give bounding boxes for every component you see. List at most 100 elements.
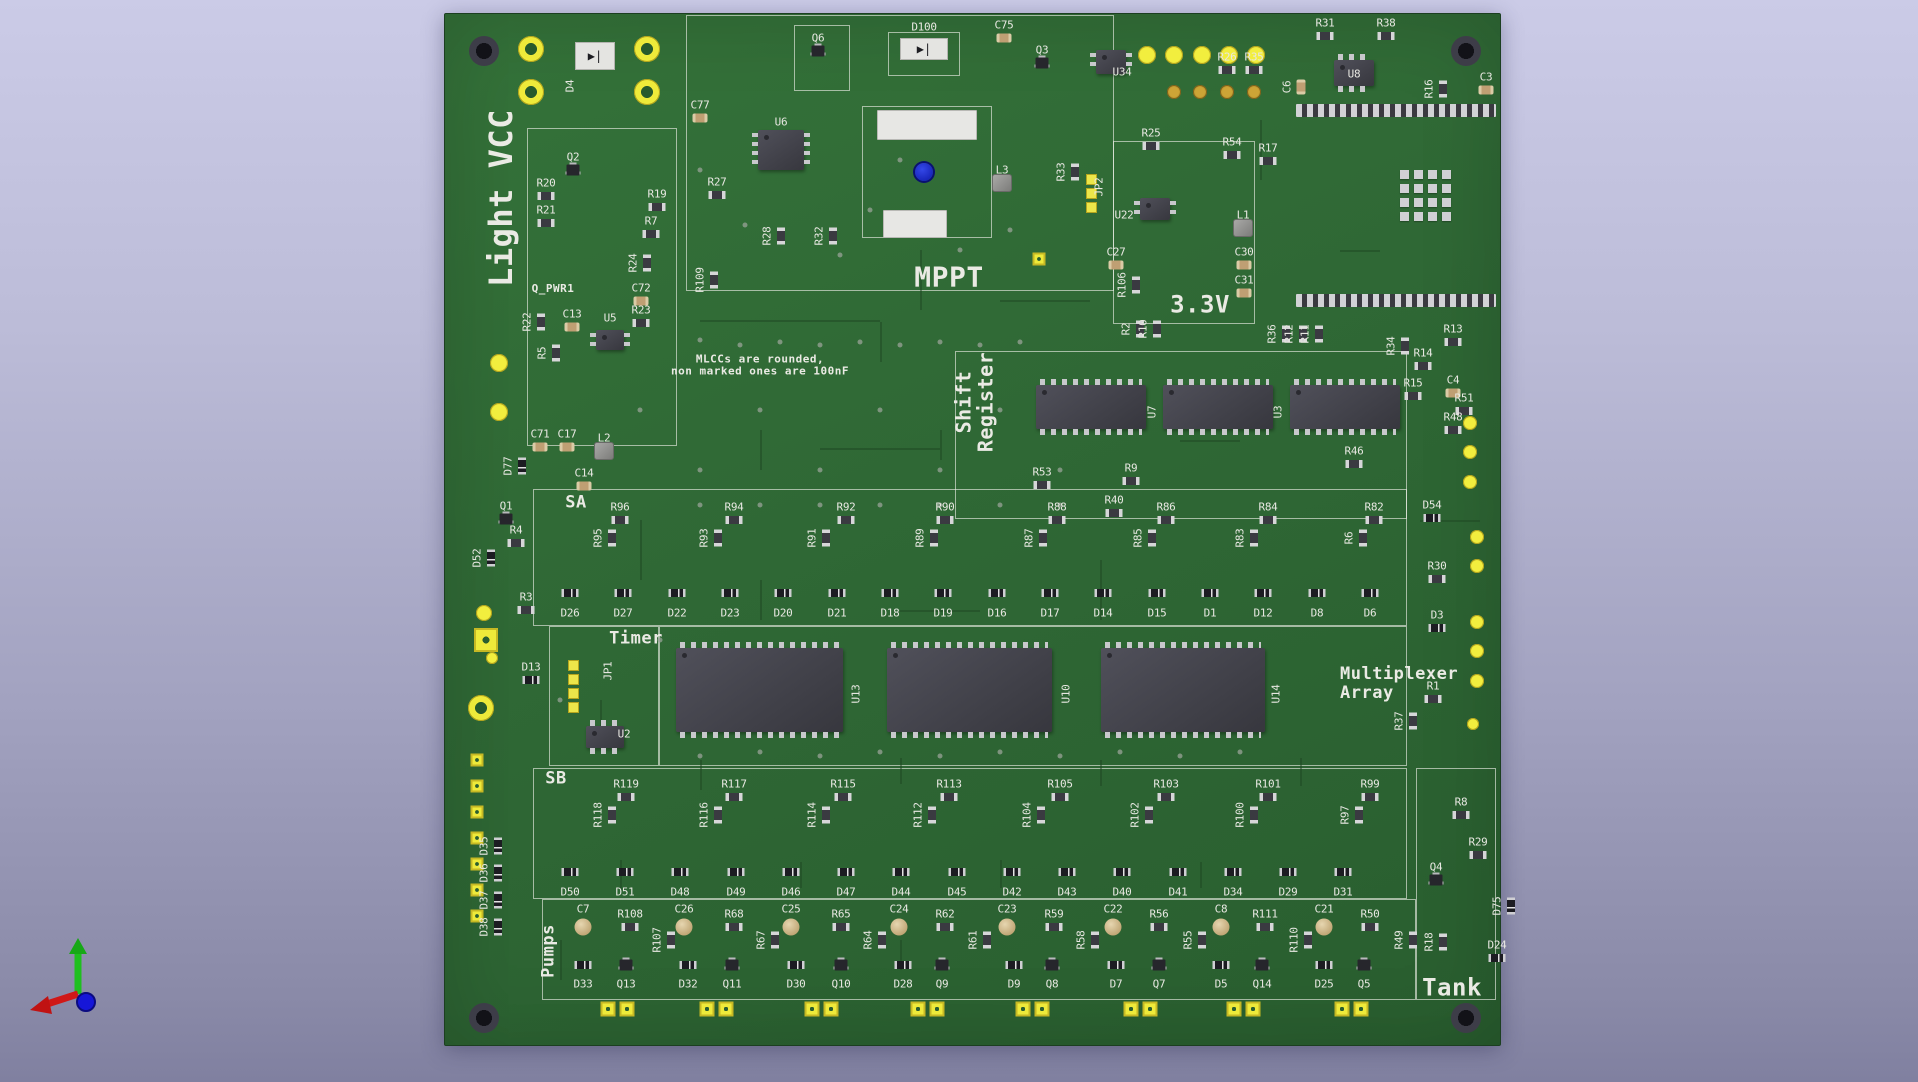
r37-package bbox=[1409, 712, 1417, 730]
copper-trace bbox=[880, 322, 882, 362]
component-label: D43 bbox=[1057, 885, 1077, 899]
d33-package bbox=[574, 961, 592, 969]
via bbox=[1237, 749, 1243, 755]
via bbox=[1057, 753, 1063, 759]
d77-package bbox=[518, 457, 526, 475]
component-label: D51 bbox=[615, 885, 635, 899]
ic-chip bbox=[1101, 642, 1265, 738]
via bbox=[657, 637, 663, 643]
component-label: R89 bbox=[913, 528, 927, 548]
component-label: R28 bbox=[760, 226, 774, 246]
r7-package bbox=[642, 230, 660, 238]
via bbox=[557, 697, 563, 703]
component-label: D8 bbox=[1310, 606, 1324, 620]
component-label: Q14 bbox=[1252, 977, 1272, 991]
r35-package bbox=[1245, 66, 1263, 74]
component-label: R26 bbox=[1217, 50, 1237, 64]
component-label: R84 bbox=[1258, 500, 1278, 514]
component-label: R55 bbox=[1181, 930, 1195, 950]
r33-package bbox=[1071, 163, 1079, 181]
r110-package bbox=[1304, 931, 1312, 949]
component-label: R31 bbox=[1315, 16, 1335, 30]
square-pad bbox=[470, 883, 484, 897]
component-label: R18 bbox=[1422, 932, 1436, 952]
pcb-board[interactable] bbox=[444, 13, 1501, 1046]
r83-package bbox=[1250, 529, 1258, 547]
jumper-pads bbox=[1086, 174, 1097, 213]
via bbox=[837, 252, 843, 258]
silkscreen-outline-sb-box bbox=[533, 768, 1407, 899]
copper-trace bbox=[640, 520, 642, 580]
silkscreen-outline-v33-box bbox=[1113, 141, 1255, 324]
component-label: C3 bbox=[1479, 70, 1493, 84]
component-label: R1 bbox=[1426, 679, 1440, 693]
silkscreen-text-sa: SA bbox=[565, 492, 587, 513]
metal-pad bbox=[883, 210, 947, 238]
r90-package bbox=[936, 516, 954, 524]
ic-chip bbox=[1163, 379, 1273, 435]
plated-pad bbox=[1193, 46, 1211, 64]
q3-package bbox=[1035, 57, 1049, 69]
component-label: R94 bbox=[724, 500, 744, 514]
bottom-pad bbox=[910, 1001, 926, 1017]
component-label: R102 bbox=[1128, 802, 1142, 828]
silkscreen-outline-shift-register-box bbox=[955, 351, 1407, 519]
d22-package bbox=[668, 589, 686, 597]
bottom-pad bbox=[1245, 1001, 1261, 1017]
bottom-pad bbox=[600, 1001, 616, 1017]
component-label: C6 bbox=[1280, 80, 1294, 94]
r5-package bbox=[552, 344, 560, 362]
copper-trace bbox=[700, 320, 880, 322]
component-label: R50 bbox=[1360, 907, 1380, 921]
component-label: C71 bbox=[530, 427, 550, 441]
component-label: R54 bbox=[1222, 135, 1242, 149]
component-label: R21 bbox=[536, 203, 556, 217]
via bbox=[997, 749, 1003, 755]
r19-package bbox=[648, 203, 666, 211]
copper-trace bbox=[900, 758, 902, 784]
component-label: D38 bbox=[477, 917, 491, 937]
component-label: D22 bbox=[667, 606, 687, 620]
component-label: Q5 bbox=[1357, 977, 1371, 991]
r100-package bbox=[1250, 806, 1258, 824]
bottom-pad bbox=[804, 1001, 820, 1017]
component-label: R117 bbox=[721, 777, 747, 791]
gold-pad bbox=[1247, 85, 1261, 99]
component-label: Q4 bbox=[1429, 860, 1443, 874]
c22-package bbox=[1104, 918, 1122, 936]
d12-package bbox=[1254, 589, 1272, 597]
silkscreen-text-shift-register: Shift Register bbox=[951, 351, 998, 453]
component-label: U8 bbox=[1347, 67, 1361, 81]
component-label: R24 bbox=[626, 253, 640, 273]
r50-package bbox=[1361, 923, 1379, 931]
r91-package bbox=[822, 529, 830, 547]
r49-package bbox=[1409, 931, 1417, 949]
d5-package bbox=[1212, 961, 1230, 969]
bottom-pad bbox=[1123, 1001, 1139, 1017]
component-label: D44 bbox=[891, 885, 911, 899]
r3-package bbox=[517, 606, 535, 614]
component-label: R19 bbox=[647, 187, 667, 201]
ic-chip bbox=[1036, 379, 1146, 435]
component-label: R65 bbox=[831, 907, 851, 921]
r109-package bbox=[710, 271, 718, 289]
q7-package bbox=[1152, 959, 1166, 971]
r1-package bbox=[1424, 695, 1442, 703]
r4-package bbox=[507, 539, 525, 547]
component-label: R104 bbox=[1020, 802, 1034, 828]
bottom-pad bbox=[699, 1001, 715, 1017]
r21-package bbox=[537, 219, 555, 227]
d44-package bbox=[892, 868, 910, 876]
square-pad bbox=[470, 779, 484, 793]
r30-package bbox=[1428, 575, 1446, 583]
component-label: D47 bbox=[836, 885, 856, 899]
q1-package bbox=[499, 513, 513, 525]
component-label: D15 bbox=[1147, 606, 1167, 620]
component-label: D19 bbox=[933, 606, 953, 620]
component-label: R118 bbox=[591, 802, 605, 828]
q4-package bbox=[1429, 874, 1443, 886]
component-label: D100 bbox=[911, 20, 937, 34]
via bbox=[697, 467, 703, 473]
component-label: U6 bbox=[774, 115, 788, 129]
